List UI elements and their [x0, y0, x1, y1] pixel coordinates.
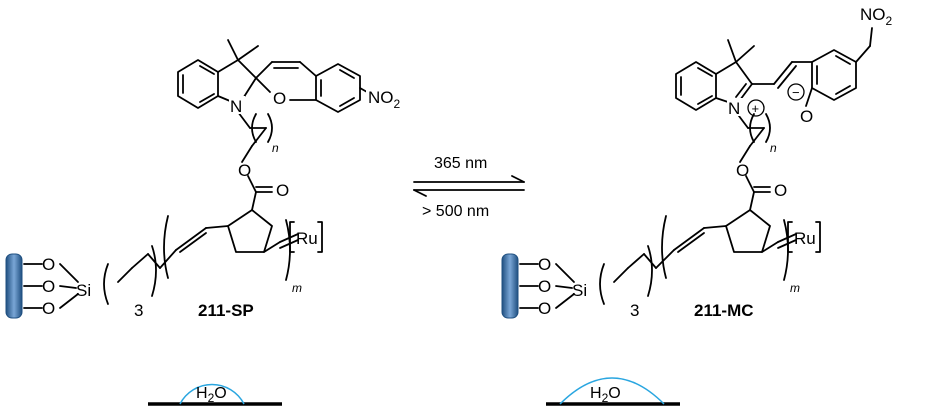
sp-water-droplet: [179, 383, 245, 405]
mc-chain-n: n: [770, 141, 777, 155]
mc-carbonyl-oxygen: O: [774, 181, 787, 200]
sp-count-3: 3: [134, 301, 143, 320]
sp-ester-oxygen: O: [238, 161, 251, 180]
mc-o1: O: [538, 255, 551, 274]
sp-ru-label: Ru: [296, 229, 318, 248]
mc-nitro-label: NO2: [860, 5, 893, 28]
spiropyran-structure: [23, 39, 375, 309]
mc-nitrogen-atom: N: [728, 99, 740, 118]
reverse-condition: > 500 nm: [422, 203, 489, 220]
sp-surface: [5, 253, 23, 319]
sp-nitrogen-atom: N: [230, 97, 242, 116]
sp-silicon-atom: Si: [76, 281, 91, 300]
sp-compound-label: 211-SP: [198, 301, 254, 320]
sp-o2: O: [42, 277, 55, 296]
sp-o1: O: [42, 255, 55, 274]
sp-chain-n: n: [272, 141, 279, 155]
mc-o3: O: [538, 299, 551, 318]
merocyanine-structure: [519, 27, 873, 309]
mc-negative-charge: −: [792, 85, 800, 100]
mc-negative-charge-circle: [787, 83, 805, 101]
mc-water-label: H2O: [590, 385, 621, 405]
sp-repeat-m: m: [292, 281, 302, 295]
mc-phenoxide-oxygen: O: [800, 107, 813, 126]
mc-surface: [501, 253, 519, 319]
mc-positive-charge: +: [752, 101, 760, 116]
sp-o3: O: [42, 299, 55, 318]
mc-compound-label: 211-MC: [694, 301, 754, 320]
mc-repeat-m: m: [790, 281, 800, 295]
mc-silicon-atom: Si: [572, 281, 587, 300]
mc-o2: O: [538, 277, 551, 296]
sp-water-label: H2O: [196, 385, 227, 405]
sp-carbonyl-oxygen: O: [276, 181, 289, 200]
mc-ester-oxygen: O: [736, 161, 749, 180]
sp-ring-oxygen: O: [273, 89, 286, 108]
equilibrium-arrows: [413, 175, 525, 197]
mc-positive-charge-circle: [747, 99, 765, 117]
sp-nitro-label: NO2: [368, 88, 401, 111]
mc-count-3: 3: [630, 301, 639, 320]
forward-condition: 365 nm: [434, 155, 487, 172]
mc-ru-label: Ru: [794, 229, 816, 248]
mc-water-droplet: [559, 377, 665, 405]
